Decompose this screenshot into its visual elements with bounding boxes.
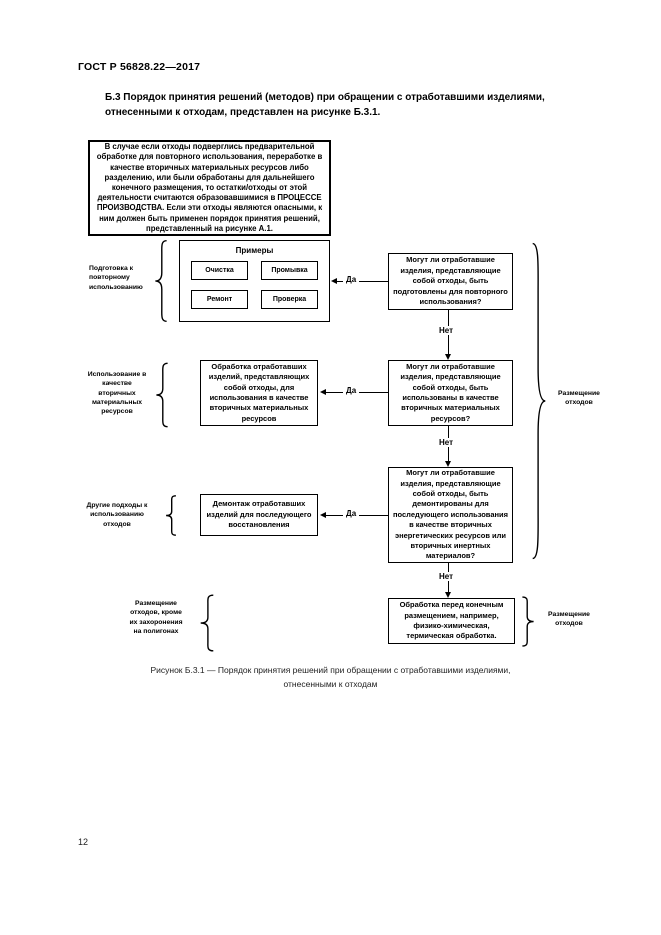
- figure-caption-line1: Рисунок Б.3.1 — Порядок принятия решений…: [150, 665, 511, 675]
- right-brace-icon: [520, 596, 536, 647]
- action-text: Обработка перед конечным размещением, на…: [399, 600, 504, 641]
- page-number: 12: [78, 837, 89, 847]
- figure-caption: Рисунок Б.3.1 — Порядок принятия решений…: [0, 664, 661, 691]
- example-item: Ремонт: [191, 290, 248, 309]
- action-text: Демонтаж отработавших изделий для послед…: [206, 499, 312, 530]
- left-brace-icon: [164, 495, 178, 536]
- left-brace-icon: [154, 362, 170, 428]
- action-box-dismantling: Демонтаж отработавших изделий для послед…: [200, 494, 318, 536]
- note-box: В случае если отходы подверглись предвар…: [88, 140, 331, 236]
- arrowhead-down-icon: [445, 461, 451, 467]
- edge-label-no: Нет: [436, 572, 457, 581]
- edge-label-no: Нет: [436, 326, 457, 335]
- arrowhead-left-icon: [320, 389, 326, 395]
- decision-text: Могут ли отработавшие изделия, представл…: [392, 468, 509, 561]
- edge-label-no: Нет: [436, 438, 457, 447]
- section-b3-paragraph: Б.3 Порядок принятия решений (методов) п…: [105, 92, 545, 118]
- arrowhead-down-icon: [445, 592, 451, 598]
- label-waste-placement-bottom: Размещение отходов: [548, 611, 590, 628]
- decision-box-dismantle: Могут ли отработавшие изделия, представл…: [388, 467, 513, 563]
- example-item: Проверка: [261, 290, 318, 309]
- action-text: Обработка отработавших изделий, представ…: [208, 361, 310, 423]
- figure-caption-line2: отнесенными к отходам: [283, 678, 378, 689]
- label-waste-placement: Размещение отходов: [558, 390, 600, 407]
- page-title: ГОСТ Р 56828.22—2017: [78, 61, 201, 73]
- label-disposal: Размещение отходов, кроме их захоронения…: [129, 600, 183, 635]
- connector-yes-1: [337, 281, 388, 282]
- decision-text: Могут ли отработавшие изделия, представл…: [400, 361, 501, 423]
- left-brace-icon: [153, 239, 169, 323]
- edge-label-yes: Да: [343, 509, 360, 518]
- label-other-approaches: Другие подходы к использованию отходов: [86, 502, 148, 528]
- label-reuse: Подготовка к повторному использованию: [89, 265, 143, 291]
- edge-label-yes: Да: [343, 386, 360, 395]
- note-box-text: В случае если отходы подверглись предвар…: [96, 142, 323, 233]
- examples-box: Примеры Очистка Промывка Ремонт Проверка: [179, 240, 330, 322]
- decision-box-secondary: Могут ли отработавшие изделия, представл…: [388, 360, 513, 426]
- edge-label-yes: Да: [343, 275, 360, 284]
- arrowhead-left-icon: [320, 512, 326, 518]
- right-brace-icon: [530, 237, 548, 565]
- example-item: Очистка: [191, 261, 248, 280]
- examples-title: Примеры: [235, 246, 274, 255]
- arrowhead-left-icon: [331, 278, 337, 284]
- action-box-processing: Обработка отработавших изделий, представ…: [200, 360, 318, 426]
- examples-grid: Очистка Промывка Ремонт Проверка: [180, 261, 329, 309]
- decision-box-reuse: Могут ли отработавшие изделия, представл…: [388, 253, 513, 310]
- left-brace-icon: [198, 594, 216, 652]
- action-box-final-treatment: Обработка перед конечным размещением, на…: [388, 598, 515, 644]
- decision-text: Могут ли отработавшие изделия, представл…: [393, 255, 508, 307]
- example-item: Промывка: [261, 261, 318, 280]
- arrowhead-down-icon: [445, 354, 451, 360]
- label-secondary-resources: Использование в качестве вторичных матер…: [87, 371, 147, 416]
